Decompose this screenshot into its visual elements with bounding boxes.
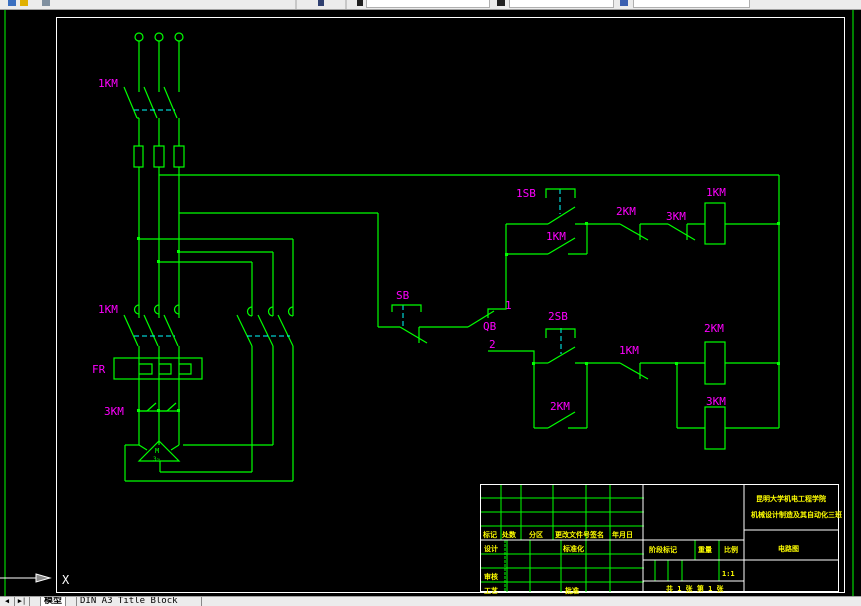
terminal-L3 bbox=[174, 32, 184, 42]
label-fr: FR bbox=[92, 363, 106, 376]
mechanical-links bbox=[134, 109, 562, 354]
coil-1km bbox=[704, 202, 726, 245]
label-2km-hold: 2KM bbox=[550, 400, 570, 413]
toolbar-icon[interactable] bbox=[8, 0, 16, 6]
rev-header-date: 年月日 bbox=[612, 530, 633, 539]
control-circuit bbox=[378, 175, 780, 450]
linetype-icon[interactable] bbox=[497, 0, 505, 6]
approve-label: 批准 bbox=[565, 586, 579, 595]
rev-header-mark: 标记 bbox=[482, 530, 497, 539]
layer-icon[interactable] bbox=[357, 0, 363, 6]
linetype-dropdown[interactable] bbox=[509, 0, 614, 8]
institution-name: 昆明大学机电工程学院 bbox=[756, 494, 826, 503]
drawing-svg: X bbox=[0, 10, 854, 596]
role-review: 审核 bbox=[484, 572, 498, 581]
ucs-x-label: X bbox=[62, 573, 70, 587]
role-process: 工艺 bbox=[484, 586, 498, 595]
std-label: 标准化 bbox=[562, 544, 584, 553]
scale-value: 1:1 bbox=[722, 570, 735, 578]
label-sb: SB bbox=[396, 289, 410, 302]
main-circuit bbox=[113, 32, 779, 482]
label-1sb: 1SB bbox=[516, 187, 536, 200]
drawing-frame bbox=[56, 17, 845, 593]
label-coil-2km: 2KM bbox=[704, 322, 724, 335]
motor-label: M bbox=[155, 447, 159, 455]
label-2sb: 2SB bbox=[548, 310, 568, 323]
label-coil-1km: 1KM bbox=[706, 186, 726, 199]
coil-3km bbox=[704, 406, 726, 450]
sheet-count: 共 1 张 第 1 张 bbox=[666, 584, 725, 593]
rev-header-doc: 更改文件号 bbox=[555, 530, 590, 539]
drawing-canvas[interactable]: X bbox=[0, 10, 861, 596]
role-design: 设计 bbox=[484, 544, 498, 553]
label-2km-interlock: 2KM bbox=[616, 205, 636, 218]
motor-phase-label: 3~ bbox=[153, 456, 161, 463]
motor-symbol bbox=[137, 440, 181, 462]
weight-label: 重量 bbox=[698, 545, 712, 554]
stage-label: 阶段标记 bbox=[649, 545, 677, 554]
scale-label: 比例 bbox=[724, 545, 738, 554]
project-name: 机械设计制造及其自动化三班 bbox=[751, 510, 842, 519]
drawing-name: 电路图 bbox=[778, 544, 799, 553]
label-1km-top: 1KM bbox=[98, 77, 118, 90]
rev-header-sign: 签名 bbox=[589, 530, 604, 539]
toolbar-icon[interactable] bbox=[42, 0, 50, 6]
toolbar bbox=[0, 0, 861, 10]
terminal-L2 bbox=[154, 32, 164, 42]
coil-2km bbox=[704, 341, 726, 385]
terminal-L1 bbox=[134, 32, 144, 42]
label-3km-star: 3KM bbox=[104, 405, 124, 418]
layer-dropdown[interactable] bbox=[366, 0, 490, 8]
junctions bbox=[137, 237, 180, 412]
label-1km-hold: 1KM bbox=[546, 230, 566, 243]
tab-model[interactable]: 模型 bbox=[40, 597, 67, 606]
control-junctions bbox=[505, 222, 780, 365]
label-qb: QB bbox=[483, 320, 497, 333]
tab-layout-title-block[interactable]: DIN A3 Title Block bbox=[76, 597, 202, 606]
title-block: 昆明大学机电工程学院 机械设计制造及其自动化三班 电路图 阶段标记 重量 比例 … bbox=[480, 484, 842, 595]
label-qb-1: 1 bbox=[505, 299, 512, 312]
ucs-icon: X bbox=[0, 573, 70, 587]
lineweight-icon[interactable] bbox=[620, 0, 628, 6]
label-qb-2: 2 bbox=[489, 338, 496, 351]
toolbar-icon[interactable] bbox=[318, 0, 324, 6]
lineweight-dropdown[interactable] bbox=[633, 0, 750, 8]
thermal-relay-fr bbox=[113, 357, 203, 380]
layout-tab-bar: ◀ ▶| 模型 DIN A3 Title Block bbox=[0, 596, 861, 606]
tab-nav-last[interactable]: ▶| bbox=[15, 597, 30, 606]
revision-grid bbox=[481, 485, 720, 592]
label-1km-interlock: 1KM bbox=[619, 344, 639, 357]
toolbar-icon[interactable] bbox=[20, 0, 28, 6]
tab-nav-first[interactable]: ◀ bbox=[0, 597, 15, 606]
label-1km-mid: 1KM bbox=[98, 303, 118, 316]
label-coil-3km: 3KM bbox=[706, 395, 726, 408]
rev-header-count: 处数 bbox=[501, 530, 517, 539]
rev-header-zone: 分区 bbox=[529, 530, 543, 539]
label-3km-interlock: 3KM bbox=[666, 210, 686, 223]
